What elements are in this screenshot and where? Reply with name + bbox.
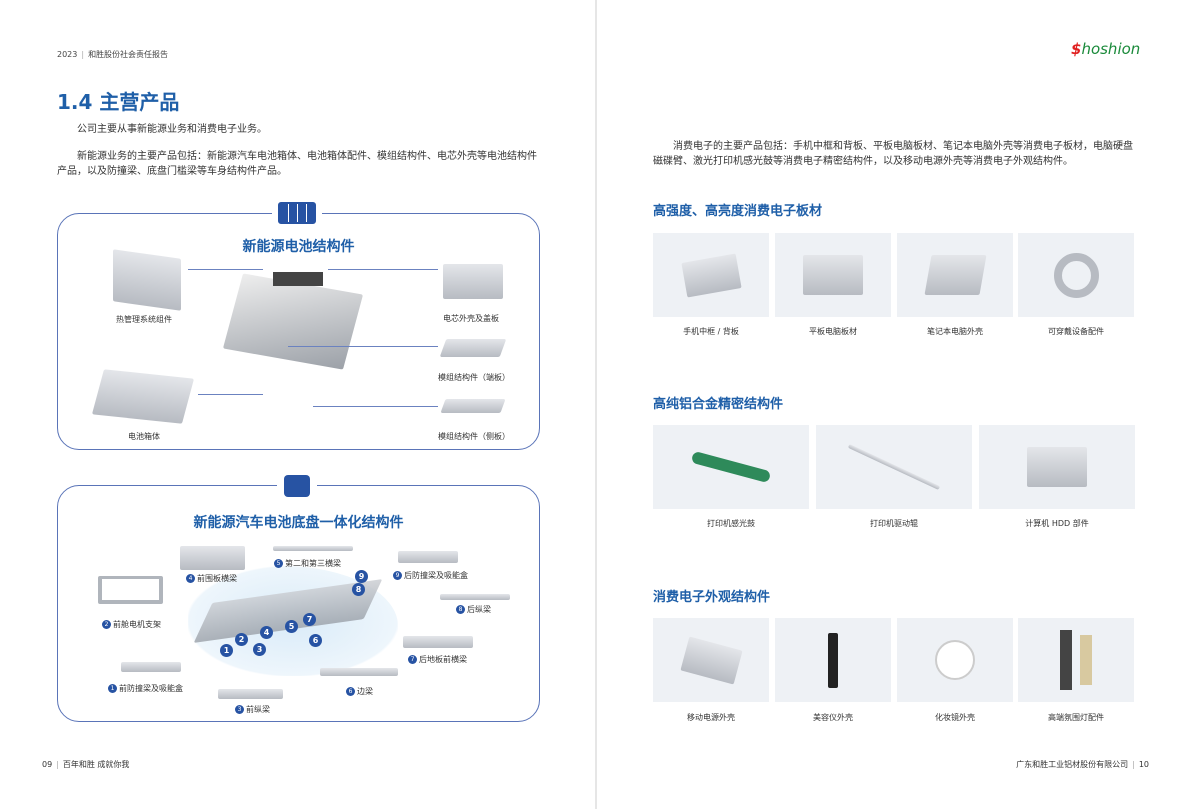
- label-cell-casing: 电芯外壳及盖板: [443, 314, 499, 323]
- caption: 打印机感光鼓: [707, 519, 755, 528]
- marker-5: 5: [285, 620, 298, 633]
- caption: 化妆镜外壳: [935, 713, 975, 722]
- end-plate-image: [439, 339, 507, 357]
- marker-3: 3: [253, 643, 266, 656]
- side-plate-image: [440, 399, 506, 413]
- marker-8: 8: [352, 583, 365, 596]
- part-image-7: [403, 636, 473, 648]
- car-chassis-icon: [277, 472, 317, 500]
- product-image-beauty-device: [775, 618, 891, 702]
- arrow: [188, 269, 263, 270]
- part-image-9: [398, 551, 458, 563]
- caption: 高端氛围灯配件: [1048, 713, 1104, 722]
- battery-box-image: [91, 369, 195, 424]
- marker-6: 6: [309, 634, 322, 647]
- cell-casing-image: [443, 264, 503, 299]
- header-year: 2023: [57, 50, 78, 59]
- product-image-lamp: [1018, 618, 1134, 702]
- panel-title: 新能源电池结构件: [242, 239, 355, 255]
- marker-1: 1: [220, 644, 233, 657]
- intro-paragraph: 公司主要从事新能源业务和消费电子业务。: [77, 124, 267, 135]
- part-image-8: [440, 594, 510, 600]
- section-title: 高强度、高亮度消费电子板材: [653, 204, 823, 219]
- label-side-plate: 模组结构件（侧板）: [438, 432, 510, 441]
- caption: 美容仪外壳: [813, 713, 853, 722]
- part-image-4: [180, 546, 245, 570]
- battery-pack-image: [222, 273, 364, 370]
- caption: 可穿戴设备配件: [1048, 327, 1104, 336]
- section-title: 高纯铝合金精密结构件: [653, 397, 784, 412]
- product-image-drum: [653, 425, 809, 509]
- consumer-electronics-paragraph: 消费电子的主要产品包括：手机中框和背板、平板电脑板材、笔记本电脑外壳等消费电子板…: [653, 141, 1133, 167]
- page-title: 1.4 主营产品: [57, 90, 180, 114]
- part-image-6: [320, 668, 398, 676]
- caption: 移动电源外壳: [687, 713, 735, 722]
- part-image-1: [121, 662, 181, 672]
- product-image-laptop: [897, 233, 1013, 317]
- caption: 打印机驱动辊: [870, 519, 918, 528]
- left-footer: 09|百年和胜 成就你我: [42, 760, 130, 769]
- right-footer: 广东和胜工业铝材股份有限公司|10: [1016, 760, 1149, 769]
- page-header: 2023|和胜股份社会责任报告: [57, 50, 169, 59]
- caption: 计算机 HDD 部件: [1025, 519, 1089, 528]
- label-end-plate: 模组结构件（端板）: [438, 373, 510, 382]
- arrow: [288, 346, 438, 347]
- arrow: [313, 406, 438, 407]
- product-image-hdd: [979, 425, 1135, 509]
- section-title: 消费电子外观结构件: [653, 590, 771, 605]
- product-image-wearable: [1018, 233, 1134, 317]
- battery-icon: [272, 198, 322, 228]
- label-thermal: 热管理系统组件: [116, 315, 172, 324]
- hoshion-logo: $hoshion: [1071, 40, 1141, 58]
- product-image-powerbank: [653, 618, 769, 702]
- caption: 笔记本电脑外壳: [927, 327, 983, 336]
- marker-4: 4: [260, 626, 273, 639]
- new-energy-paragraph: 新能源业务的主要产品包括：新能源汽车电池箱体、电池箱体配件、模组结构件、电芯外壳…: [57, 151, 537, 177]
- thermal-component-image: [113, 249, 181, 311]
- part-image-2: [98, 576, 163, 604]
- caption: 手机中框 / 背板: [683, 327, 739, 336]
- arrow: [198, 394, 263, 395]
- arrow: [328, 269, 438, 270]
- battery-cover-image: [273, 272, 323, 286]
- page-fold: [595, 0, 597, 809]
- label-battery-box: 电池箱体: [128, 432, 160, 441]
- battery-structure-panel: 新能源电池结构件 热管理系统组件 电芯外壳及盖板 模组结构件（端板） 电池箱体 …: [57, 213, 540, 450]
- product-image-roller: [816, 425, 972, 509]
- marker-2: 2: [235, 633, 248, 646]
- part-image-5: [273, 546, 353, 551]
- part-image-3: [218, 689, 283, 699]
- marker-7: 7: [303, 613, 316, 626]
- panel-title: 新能源汽车电池底盘一体化结构件: [193, 515, 404, 531]
- product-image-mirror: [897, 618, 1013, 702]
- caption: 平板电脑板材: [809, 327, 857, 336]
- marker-9: 9: [355, 570, 368, 583]
- product-image-phone: [653, 233, 769, 317]
- product-image-tablet: [775, 233, 891, 317]
- header-report: 和胜股份社会责任报告: [88, 50, 169, 59]
